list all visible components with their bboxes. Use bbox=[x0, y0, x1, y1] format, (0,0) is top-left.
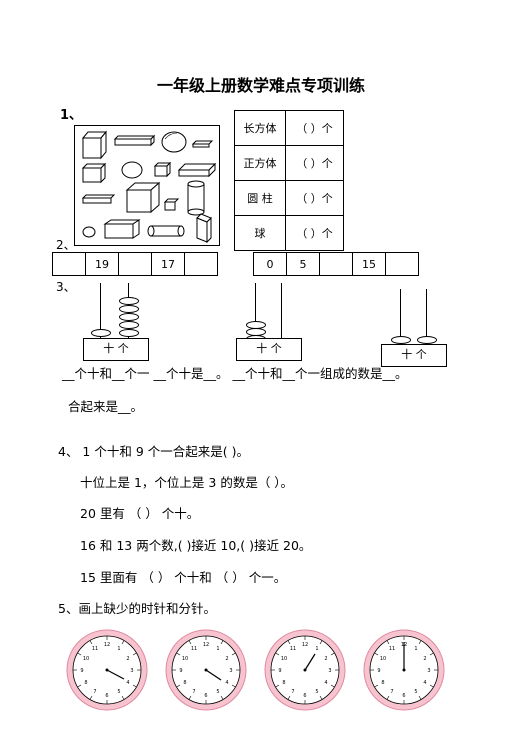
count-blank[interactable]: （ ）个 bbox=[285, 110, 344, 146]
count-blank[interactable]: （ ）个 bbox=[285, 180, 344, 216]
clock-1 bbox=[66, 629, 148, 711]
sequence-cell[interactable] bbox=[319, 252, 353, 276]
clock-3 bbox=[264, 629, 346, 711]
sequence-cell: 0 bbox=[253, 252, 287, 276]
question-4-line: 16 和 13 两个数,( )接近 10,( )接近 20。 bbox=[80, 538, 312, 553]
question-2-number: 2、 bbox=[56, 238, 76, 252]
question-4-line: 20 里有 （ ） 个十。 bbox=[80, 506, 200, 521]
abacus-1: 十 个 bbox=[83, 283, 149, 363]
clock-2 bbox=[165, 629, 247, 711]
count-blank[interactable]: （ ）个 bbox=[285, 145, 344, 181]
tens-rod bbox=[255, 283, 256, 339]
bead bbox=[91, 329, 111, 337]
abacus-base: 十 个 bbox=[381, 344, 447, 367]
shape-label: 正方体 bbox=[234, 145, 286, 181]
ones-rod bbox=[281, 283, 282, 339]
number-sequence-1: 19 17 bbox=[52, 252, 218, 276]
bead bbox=[119, 297, 139, 305]
shape-label: 长方体 bbox=[234, 110, 286, 146]
abacus-2: 十 个 bbox=[236, 283, 302, 363]
abacus-3: 十 个 bbox=[381, 289, 447, 369]
shape-count-table: 长方体 （ ）个 正方体 （ ）个 圆 柱 （ ）个 球 （ ）个 bbox=[234, 110, 344, 251]
question-4-line: 15 里面有 （ ） 个十和 （ ） 个一。 bbox=[80, 570, 287, 585]
question-3-prompt: __个十和__个一 __个十是__。 __个十和__个一组成的数是__。 bbox=[62, 366, 408, 381]
tens-rod bbox=[400, 289, 401, 345]
question-4-line: 4、 1 个十和 9 个一合起来是( )。 bbox=[58, 444, 249, 459]
bead bbox=[119, 313, 139, 321]
shape-label: 球 bbox=[234, 215, 286, 251]
question-3-number: 3、 bbox=[56, 280, 76, 294]
bead bbox=[119, 321, 139, 329]
abacus-base: 十 个 bbox=[83, 338, 149, 361]
sequence-cell: 17 bbox=[151, 252, 185, 276]
table-row: 长方体 （ ）个 bbox=[234, 110, 344, 146]
sequence-cell[interactable] bbox=[52, 252, 86, 276]
bead bbox=[391, 336, 411, 344]
table-row: 圆 柱 （ ）个 bbox=[234, 180, 344, 216]
shape-label: 圆 柱 bbox=[234, 180, 286, 216]
clocks-row: 1212 345 678 91011 bbox=[66, 629, 445, 711]
shapes-picture bbox=[74, 125, 220, 246]
sequence-cell: 19 bbox=[85, 252, 119, 276]
table-row: 球 （ ）个 bbox=[234, 215, 344, 251]
tens-rod bbox=[100, 283, 101, 339]
number-sequence-2: 0 5 15 bbox=[253, 252, 419, 276]
page-title: 一年级上册数学难点专项训练 bbox=[156, 76, 365, 95]
sequence-cell[interactable] bbox=[118, 252, 152, 276]
sequence-cell[interactable] bbox=[184, 252, 218, 276]
sequence-cell: 5 bbox=[286, 252, 320, 276]
clock-4 bbox=[363, 629, 445, 711]
table-row: 正方体 （ ）个 bbox=[234, 145, 344, 181]
count-blank[interactable]: （ ）个 bbox=[285, 215, 344, 251]
bead bbox=[417, 336, 437, 344]
bead bbox=[119, 305, 139, 313]
sequence-cell: 15 bbox=[352, 252, 386, 276]
bead bbox=[119, 329, 139, 337]
question-1-number: 1、 bbox=[60, 108, 83, 123]
abacus-base: 十 个 bbox=[236, 338, 302, 361]
sequence-cell[interactable] bbox=[385, 252, 419, 276]
question-4-line: 十位上是 1，个位上是 3 的数是（ ）。 bbox=[80, 475, 294, 490]
ones-rod bbox=[426, 289, 427, 345]
question-3-prompt-2: 合起来是__。 bbox=[68, 399, 144, 414]
question-5-prompt: 5、画上缺少的时针和分针。 bbox=[58, 601, 216, 616]
shapes-illustration bbox=[81, 130, 217, 244]
